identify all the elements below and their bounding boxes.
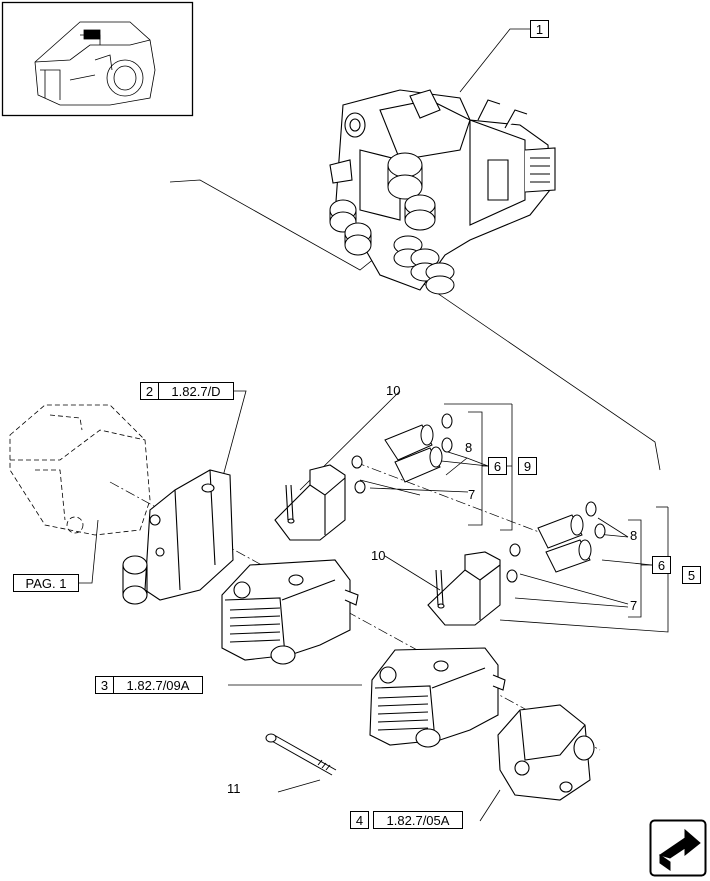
ref-9-label: 9 bbox=[518, 457, 537, 475]
main-valve-couplers bbox=[329, 152, 455, 295]
ref-3-label: 3 bbox=[95, 676, 114, 694]
ref-8-label-lower: 8 bbox=[630, 528, 638, 543]
ref-4-code: 1.82.7/05A bbox=[373, 811, 463, 829]
thumbnail-housing-icon bbox=[34, 21, 156, 106]
ref-10-label-upper: 10 bbox=[386, 383, 401, 398]
ref-3-code: 1.82.7/09A bbox=[113, 676, 203, 694]
adapter-block-upper bbox=[274, 464, 346, 541]
adapter-block-lower bbox=[427, 551, 501, 626]
leader-lines bbox=[78, 28, 669, 822]
coupler-set-lower bbox=[506, 501, 606, 583]
ghost-housing bbox=[9, 404, 151, 536]
ref-2-label: 2 bbox=[140, 382, 159, 400]
ref-10-label-lower: 10 bbox=[371, 548, 386, 563]
inlet-end-cover bbox=[497, 704, 595, 801]
ref-5-label: 5 bbox=[682, 566, 701, 584]
tie-rod-bolt bbox=[265, 733, 337, 776]
ref-11-label: 11 bbox=[227, 781, 241, 796]
pag-1-link[interactable]: PAG. 1 bbox=[13, 574, 79, 592]
ref-7-label-upper: 7 bbox=[468, 487, 476, 502]
ref-1-label: 1 bbox=[530, 20, 549, 38]
ref-7-label-lower: 7 bbox=[630, 598, 638, 613]
section-valve-lower bbox=[369, 647, 506, 748]
thumbnail-frame bbox=[1, 1, 194, 117]
ref-8-label-upper: 8 bbox=[465, 440, 473, 455]
section-valve-upper bbox=[221, 559, 359, 665]
ref-2-code: 1.82.7/D bbox=[158, 382, 234, 400]
next-page-arrow-icon[interactable] bbox=[649, 819, 707, 877]
end-plate-valve bbox=[122, 469, 234, 605]
main-valve-assembly bbox=[329, 89, 556, 291]
ref-6-label-lower: 6 bbox=[652, 556, 671, 574]
coupler-set-upper bbox=[351, 413, 453, 494]
ref-4-label: 4 bbox=[350, 811, 369, 829]
ref-6-label-upper: 6 bbox=[488, 457, 507, 475]
